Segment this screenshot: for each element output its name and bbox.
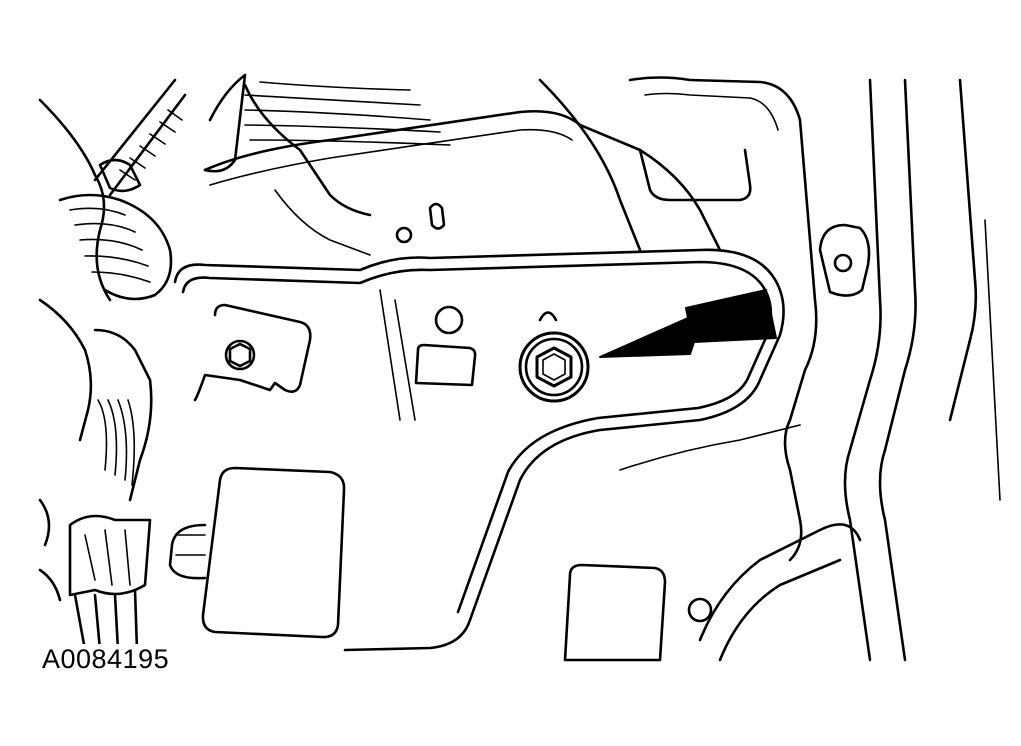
connector-block xyxy=(168,466,346,639)
figure-id-label: A0084195 xyxy=(40,644,172,675)
wiring-harness xyxy=(38,73,451,652)
inner-door-panel xyxy=(173,78,785,652)
lower-door-section xyxy=(563,424,862,662)
left-bracket xyxy=(193,303,312,402)
door-frame xyxy=(628,76,1001,662)
bolt xyxy=(518,331,590,403)
arrow-icon xyxy=(599,289,777,358)
panel-holes xyxy=(395,202,558,387)
